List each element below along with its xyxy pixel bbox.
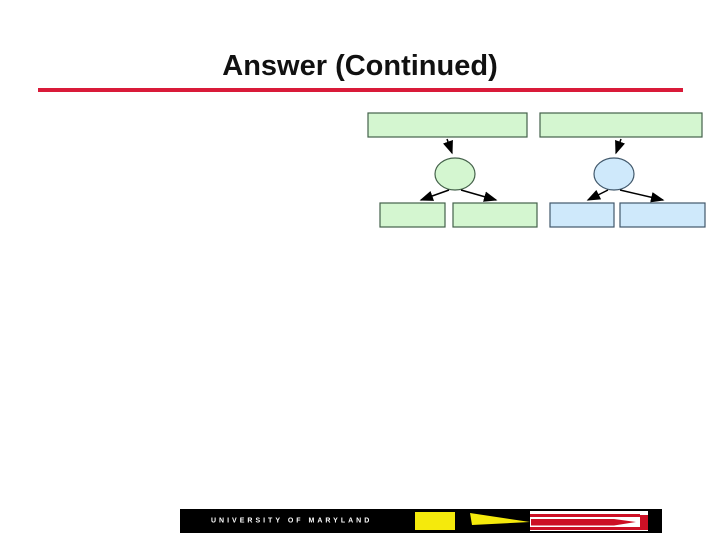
slide-title: Answer (Continued) bbox=[222, 50, 498, 82]
footer-bar: UNIVERSITY OF MARYLAND bbox=[180, 509, 662, 533]
flag-crossland-red-edge bbox=[640, 515, 648, 527]
tree-right-leaf-box-1 bbox=[549, 202, 615, 228]
arrow-left-node-to-leaf1 bbox=[419, 189, 450, 201]
flag-calvert-yellow-block bbox=[415, 512, 455, 530]
tree-right-root-box bbox=[539, 112, 703, 138]
title-underline bbox=[38, 88, 683, 92]
footer-university-label: UNIVERSITY OF MARYLAND bbox=[211, 517, 373, 525]
arrow-right-root-to-node bbox=[615, 138, 625, 155]
tree-left-leaf-box-2 bbox=[452, 202, 538, 228]
flag-crossland-red-stripe-top bbox=[530, 514, 640, 517]
tree-left-root-box bbox=[367, 112, 528, 138]
flag-crossland-red-banner bbox=[531, 519, 636, 526]
arrow-right-node-to-leaf2 bbox=[619, 189, 665, 203]
tree-left-node-ellipse bbox=[434, 157, 476, 191]
flag-calvert-yellow-wedge bbox=[470, 513, 530, 525]
tree-right-leaf-box-2 bbox=[619, 202, 706, 228]
tree-right-node-ellipse bbox=[593, 157, 635, 191]
flag-crossland-red-stripe-bottom bbox=[530, 527, 648, 530]
arrow-right-node-to-leaf1 bbox=[586, 189, 609, 201]
tree-left-leaf-box-1 bbox=[379, 202, 446, 228]
maryland-flag bbox=[400, 509, 662, 533]
arrow-left-node-to-leaf2 bbox=[460, 189, 498, 202]
answer-diagram bbox=[367, 112, 706, 228]
flag-end-cap bbox=[648, 509, 662, 533]
arrow-left-root-to-node bbox=[443, 138, 453, 155]
